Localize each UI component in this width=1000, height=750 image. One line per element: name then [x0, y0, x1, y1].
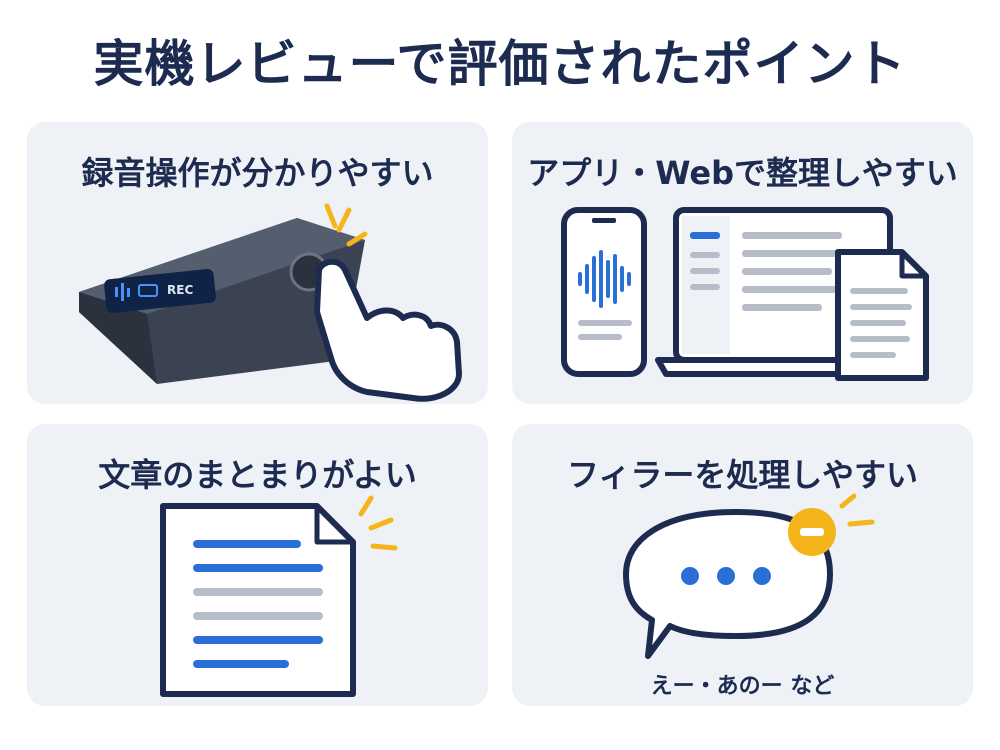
sparkle-rays-icon: [839, 493, 875, 527]
minus-badge-icon: [788, 508, 836, 556]
speech-bubble-icon: [623, 509, 833, 659]
filler-illustration: [623, 493, 875, 659]
card-app-web: アプリ・Webで整理しやすい: [512, 122, 973, 404]
soundwave-icon: [578, 250, 631, 308]
rec-label: REC: [167, 283, 193, 297]
rec-screen: REC: [104, 268, 216, 314]
card-title: アプリ・Webで整理しやすい: [527, 154, 958, 192]
sparkle-rays-icon: [358, 495, 398, 551]
card-filler: フィラーを処理しやすい えー・あのー など: [512, 424, 973, 706]
hand-pointer-icon: [314, 258, 462, 402]
card-title: 録音操作が分かりやすい: [81, 154, 434, 192]
app-web-illustration: [561, 207, 929, 381]
page-title: 実機レビューで評価されたポイント: [93, 35, 907, 93]
document-illustration: [160, 495, 398, 697]
card-title: フィラーを処理しやすい: [566, 456, 919, 494]
battery-icon: [138, 284, 158, 297]
phone-icon: [561, 207, 647, 377]
card-recording: 録音操作が分かりやすい REC: [27, 122, 488, 404]
card-text-quality: 文章のまとまりがよい: [27, 424, 488, 706]
filler-examples: えー・あのー など: [650, 674, 835, 699]
click-rays-icon: [324, 203, 368, 247]
soundwave-icon: [115, 283, 130, 301]
card-title: 文章のまとまりがよい: [98, 456, 417, 494]
document-icon: [160, 503, 356, 697]
document-icon: [835, 249, 929, 381]
recorder-illustration: REC: [79, 203, 462, 402]
